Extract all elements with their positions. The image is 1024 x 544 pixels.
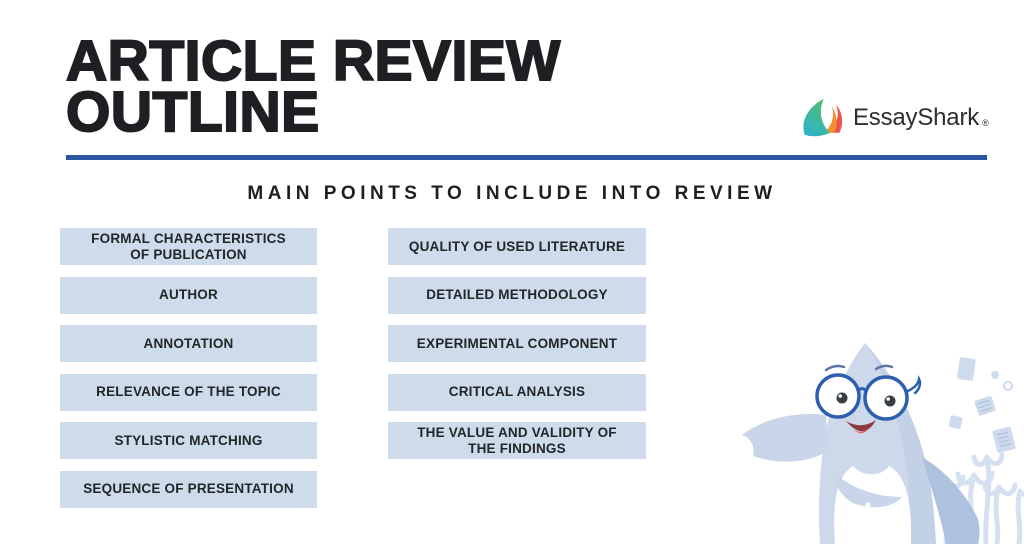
outline-column-right: QUALITY OF USED LITERATURE DETAILED METH… [388,228,646,459]
outline-item-experimental: EXPERIMENTAL COMPONENT [388,325,646,362]
page-title: ARTICLE REVIEW OUTLINE [65,29,561,144]
outline-item-label: ANNOTATION [143,335,234,351]
outline-item-label: QUALITY OF USED LITERATURE [408,238,626,254]
outline-item-label: THE VALUE AND VALIDITY OF THE FINDINGS [417,425,617,456]
outline-column-left: FORMAL CHARACTERISTICS OF PUBLICATION AU… [60,228,317,508]
shark-mascot-illustration [742,343,1024,544]
white-coral-decoration [837,502,896,544]
outline-item-annotation: ANNOTATION [60,325,317,362]
eyebrow-right [874,364,894,371]
subtitle: MAIN POINTS TO INCLUDE INTO REVIEW [247,183,777,204]
outline-item-quality-literature: QUALITY OF USED LITERATURE [388,228,646,265]
outline-item-relevance: RELEVANCE OF THE TOPIC [60,373,317,411]
shark-front-fin [832,471,902,508]
logo-text: EssayShark [853,104,980,131]
shark-tail-fin [922,457,980,544]
eyebrow-left [824,364,846,372]
title-line-1: ARTICLE REVIEW [65,29,561,93]
outline-item-label: AUTHOR [159,287,218,303]
outline-item-stylistic-matching: STYLISTIC MATCHING [60,422,317,459]
bubble-dot [991,371,999,379]
shark-fin-icon [803,98,843,137]
outline-item-critical-analysis: CRITICAL ANALYSIS [388,373,646,411]
outline-item-value-validity: THE VALUE AND VALIDITY OF THE FINDINGS [388,422,646,459]
smiling-mouth [846,420,876,434]
outline-item-label: DETAILED METHODOLOGY [426,287,608,303]
outline-item-formal-characteristics: FORMAL CHARACTERISTICS OF PUBLICATION [60,228,317,265]
outline-item-label: STYLISTIC MATCHING [114,432,263,448]
outline-item-methodology: DETAILED METHODOLOGY [388,276,646,314]
divider-line [66,155,987,160]
outline-item-label: SEQUENCE OF PRESENTATION [83,481,294,497]
outline-item-label: EXPERIMENTAL COMPONENT [416,335,618,351]
paper-decoration [948,357,1016,453]
outline-item-label: CRITICAL ANALYSIS [448,384,586,400]
outline-item-label: FORMAL CHARACTERISTICS OF PUBLICATION [91,231,286,262]
outline-item-author: AUTHOR [60,276,317,314]
shark-left-fin [742,413,828,462]
registered-trademark: ® [982,118,989,128]
bubble-ring [1003,381,1013,391]
outline-item-sequence: SEQUENCE OF PRESENTATION [60,470,317,508]
eyes [836,392,896,407]
essayshark-logo: EssayShark ® [800,98,989,138]
shark-face [815,364,922,434]
outline-item-label: RELEVANCE OF THE TOPIC [96,384,281,400]
title-line-2: OUTLINE [65,80,320,144]
